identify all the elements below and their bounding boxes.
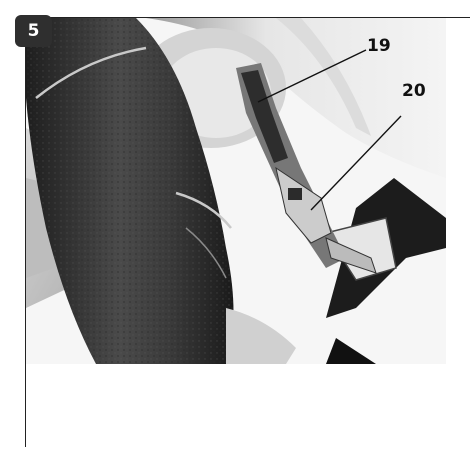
product-photo	[26, 18, 446, 364]
left-rule	[25, 17, 26, 447]
figure-number-badge: 5	[15, 15, 52, 47]
callout-label-20: 20	[402, 81, 426, 101]
callout-label-19: 19	[367, 36, 391, 56]
saw-illustration	[26, 18, 446, 364]
top-rule	[26, 17, 470, 18]
